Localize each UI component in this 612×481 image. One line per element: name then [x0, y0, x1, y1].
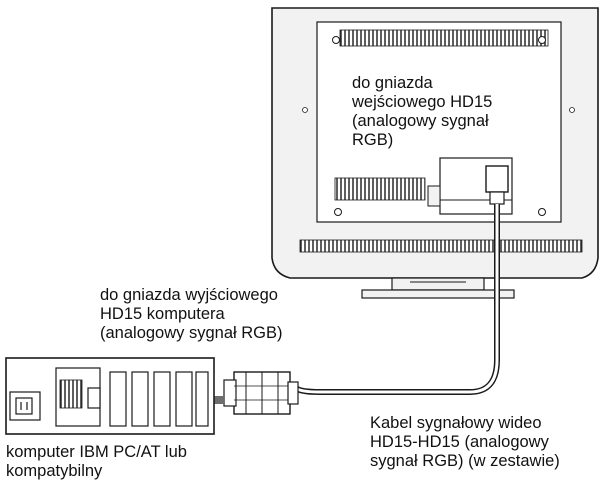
- computer-output-label: do gniazda wyjściowego HD15 komputera (a…: [100, 286, 283, 342]
- cable-label: Kabel sygnałowy wideo HD15-HD15 (analogo…: [370, 414, 560, 470]
- monitor-input-label: do gniazda wejściowego HD15 (analogowy s…: [352, 74, 493, 149]
- video-port: [87, 387, 101, 409]
- expansion-slot: [153, 371, 171, 427]
- video-cable: [293, 165, 509, 395]
- computer-tower: [5, 357, 215, 435]
- screw-icon: [332, 36, 340, 44]
- cover-notch: [427, 185, 441, 207]
- screw-icon: [569, 107, 575, 113]
- lower-vent-grille: [334, 177, 426, 201]
- computer-label: komputer IBM PC/AT lub kompatybilny: [6, 443, 187, 480]
- expansion-slot: [109, 371, 127, 427]
- fan-grille: [59, 379, 83, 409]
- monitor-side-plug: [485, 165, 509, 193]
- expansion-slot: [175, 371, 193, 427]
- bottom-vent-strip: [299, 239, 583, 253]
- monitor-base: [361, 289, 515, 299]
- power-socket-icon: [15, 397, 33, 415]
- screw-icon: [538, 208, 546, 216]
- screw-icon: [302, 107, 308, 113]
- expansion-slot: [131, 371, 149, 427]
- screw-icon: [334, 208, 342, 216]
- monitor-stand-neck: [391, 277, 485, 291]
- hd15-plug: [223, 371, 299, 415]
- top-vent-grille: [339, 29, 549, 47]
- monitor-rear: [271, 7, 599, 299]
- screw-icon: [538, 36, 546, 44]
